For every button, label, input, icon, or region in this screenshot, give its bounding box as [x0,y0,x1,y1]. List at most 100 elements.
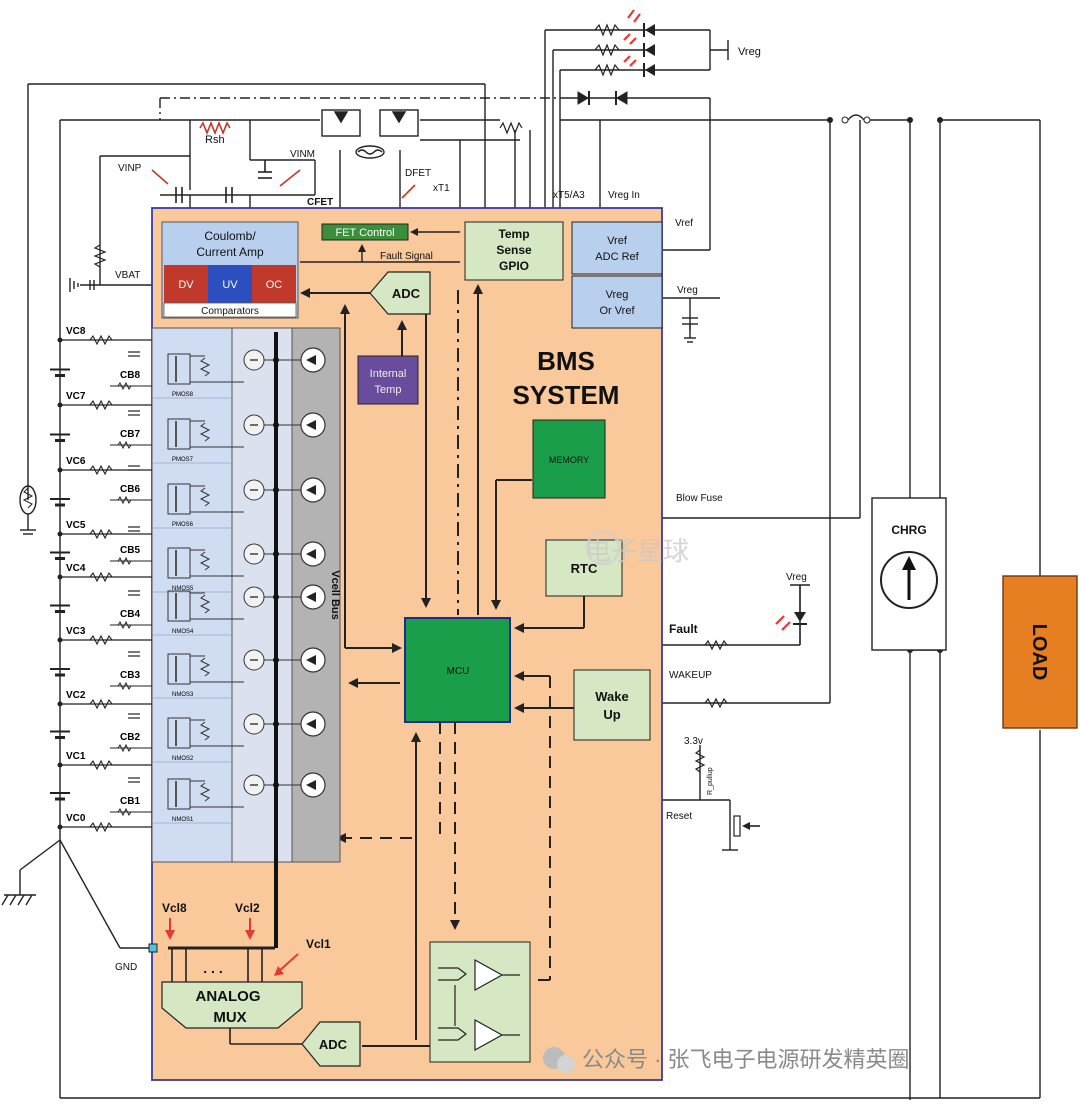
cb-label: CB2 [120,732,140,743]
fet-control-label: FET Control [335,227,394,239]
arrowhead [421,598,431,608]
adc-top-label: ADC [392,286,421,301]
watermark-logo-text: 电子星球 [585,536,689,566]
arrowhead [306,719,316,729]
vc-label: VC3 [66,626,86,637]
fault-label: Fault [669,622,698,636]
cfet-dfet-icons [321,109,419,159]
vreg-or-vref-block [571,275,663,329]
node-dot [273,357,279,363]
arrowhead [306,485,316,495]
mcu-label: MCU [447,666,470,677]
uv-block [208,265,252,303]
vref-adc-label-1: Vref [607,235,628,247]
rsh-label: Rsh [205,134,225,146]
v33-label: 3.3v [684,736,703,747]
arrowhead [165,930,175,940]
arrowhead [306,549,316,559]
arrowhead [514,623,524,633]
vref-label: Vref [675,218,693,229]
cb-resistor [117,495,132,505]
mos-label: NMOS3 [172,692,194,698]
node-dot [907,117,913,123]
dv-block [164,265,208,303]
vc-label: VC8 [66,326,86,337]
internal-temp-label-2: Temp [375,384,402,396]
arrowhead [411,732,421,742]
chrg-label: CHRG [891,523,926,537]
balance-fet-icon [167,590,191,622]
thermistor-icon [19,485,37,535]
mos-label: PMOS8 [172,392,194,398]
vinp-vinm-arrows [151,169,301,187]
balance-fet-icon [167,653,191,685]
vreg-or-label-2: Or Vref [599,305,635,317]
dfet-label: DFET [405,168,431,179]
gnd-pin [148,943,158,953]
wechat-icon [543,1047,575,1073]
arrowhead [306,780,316,790]
xt5a3-label: xT5/A3 [553,190,585,201]
memory-label: MEMORY [549,455,589,465]
r-pullup-label: R_pullup [707,767,714,795]
load-label: LOAD [1028,624,1050,681]
vreg-cap-icon [682,317,698,343]
mos-label: NMOS5 [172,586,194,592]
adc-bottom-label: ADC [319,1037,348,1052]
reset-pullup-resistor [694,749,706,773]
mux-dots: . . . [203,960,222,976]
vreg-label-fault: Vreg [786,572,807,583]
mux-inputs [168,946,302,1045]
comparators-label: Comparators [201,306,259,317]
mos-label: PMOS6 [172,522,194,528]
arrowhead [902,556,916,570]
vbat-resistor [93,244,107,268]
sense-amp-area [231,327,293,863]
arrowhead [410,228,418,236]
wake-label-2: Up [603,707,620,722]
vc-resistor [89,821,113,833]
cb-resistor [117,556,132,566]
mos-label: PMOS7 [172,457,194,463]
comparator-icons [438,958,520,1052]
node-dot [273,594,279,600]
cb-resistor [117,681,132,691]
analog-mux-label-1: ANALOG [196,988,261,1005]
temp-sense-block [464,221,564,281]
cb-resistor [117,743,132,753]
cb-label: CB1 [120,796,140,807]
wake-label-1: Wake [595,689,628,704]
cb-label: CB7 [120,429,140,440]
analog-mux-block [161,981,303,1029]
node-dot [57,531,63,537]
blow-fuse-label: Blow Fuse [676,493,723,504]
reset-switch-icon [722,815,760,851]
fet-resistor [199,422,211,442]
fault-signal-label: Fault Signal [380,251,433,262]
fault-led-icon [775,584,810,645]
internal-temp-block [357,355,419,405]
mcu-block [404,617,511,723]
dash-dot-top [159,97,560,120]
arrowhead [306,420,316,430]
xt1-label: xT1 [433,183,450,194]
footer-watermark: 公众号 · 张飞电子电源研发精英圈 [582,1047,910,1072]
fet-resistor [199,551,211,571]
node-dot [57,467,63,473]
vcl2-label: Vcl2 [235,901,260,915]
vinm-label: VINM [290,149,315,160]
balance-fet-icon [167,418,191,450]
node-dot [57,637,63,643]
node-dot [273,657,279,663]
node-dot [57,762,63,768]
node-dot [273,782,279,788]
reset-label: Reset [666,811,692,822]
arrowhead [491,600,501,610]
mos-label: NMOS2 [172,756,194,762]
arrowhead [348,678,358,688]
coulomb-label-1: Coulomb/ [204,229,256,243]
arrowhead [358,244,366,252]
memory-block [532,419,606,499]
mos-label: NMOS1 [172,817,194,823]
